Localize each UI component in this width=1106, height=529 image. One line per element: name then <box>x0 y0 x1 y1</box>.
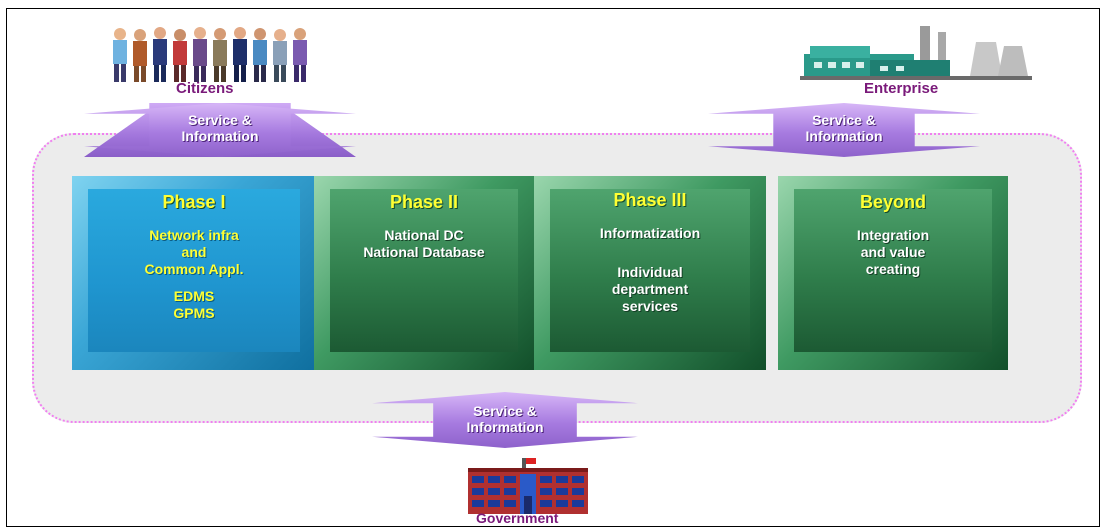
enterprise-arrow-text: Service & Information <box>774 112 914 144</box>
phase-2-box: Phase II National DC National Database <box>314 176 534 370</box>
phase-beyond-line: creating <box>865 261 921 277</box>
phase-1-face <box>88 189 300 352</box>
phase-1-line: Network infra <box>149 227 239 243</box>
government-arrow-line2: Information <box>466 419 544 435</box>
phase-beyond-face <box>794 189 992 352</box>
government-label: Government <box>476 510 559 526</box>
phase-1-box: Phase I Network infra and Common Appl. E… <box>72 176 316 370</box>
phase-1-line: Common Appl. <box>144 261 244 277</box>
phase-3-body: Informatization Individual department se… <box>534 225 766 315</box>
phase-2-line: National DC <box>384 227 464 243</box>
phase-1-line: EDMS <box>173 288 215 304</box>
phase-3-face <box>550 189 750 352</box>
phase-2-line: National Database <box>363 244 485 260</box>
phase-3-spacer <box>534 242 766 264</box>
citizens-arrow-text: Service & Information <box>150 112 290 144</box>
diagram-frame <box>6 8 1100 527</box>
people-group-icon <box>108 26 314 84</box>
factory-icon <box>800 24 1032 82</box>
phase-beyond-title: Beyond <box>859 192 926 212</box>
phase-beyond-box: Beyond Integration and value creating <box>778 176 1008 370</box>
phase-3-line: department <box>611 281 689 297</box>
phase-beyond-line: Integration <box>856 227 930 243</box>
phase-2-face <box>330 189 518 352</box>
government-building-icon <box>466 458 590 514</box>
phase-1-line: and <box>181 244 207 260</box>
enterprise-label: Enterprise <box>864 80 939 97</box>
phase-1-spacer <box>72 278 316 288</box>
enterprise-arrow-line2: Information <box>805 128 883 144</box>
phase-3-line: Informatization <box>599 225 701 241</box>
phase-2-title: Phase II <box>389 192 459 212</box>
phase-beyond-body: Integration and value creating <box>778 227 1008 278</box>
government-arrow-line1: Service & <box>473 403 537 419</box>
phase-beyond-line: and value <box>860 244 926 260</box>
phase-1-line: GPMS <box>173 305 215 321</box>
citizens-label: Citizens <box>176 80 234 97</box>
government-arrow-text: Service & Information <box>436 403 574 435</box>
phase-3-line: services <box>621 298 679 314</box>
phase-1-title: Phase I <box>162 192 226 212</box>
phase-3-line: Individual <box>617 264 683 280</box>
phase-3-box: Phase III Informatization Individual dep… <box>534 176 766 370</box>
phase-1-body: Network infra and Common Appl. EDMS GPMS <box>72 227 316 322</box>
citizens-arrow-line1: Service & <box>188 112 252 128</box>
phase-2-body: National DC National Database <box>314 227 534 261</box>
citizens-arrow-line2: Information <box>181 128 259 144</box>
phase-3-title: Phase III <box>613 190 687 210</box>
enterprise-arrow-line1: Service & <box>812 112 876 128</box>
